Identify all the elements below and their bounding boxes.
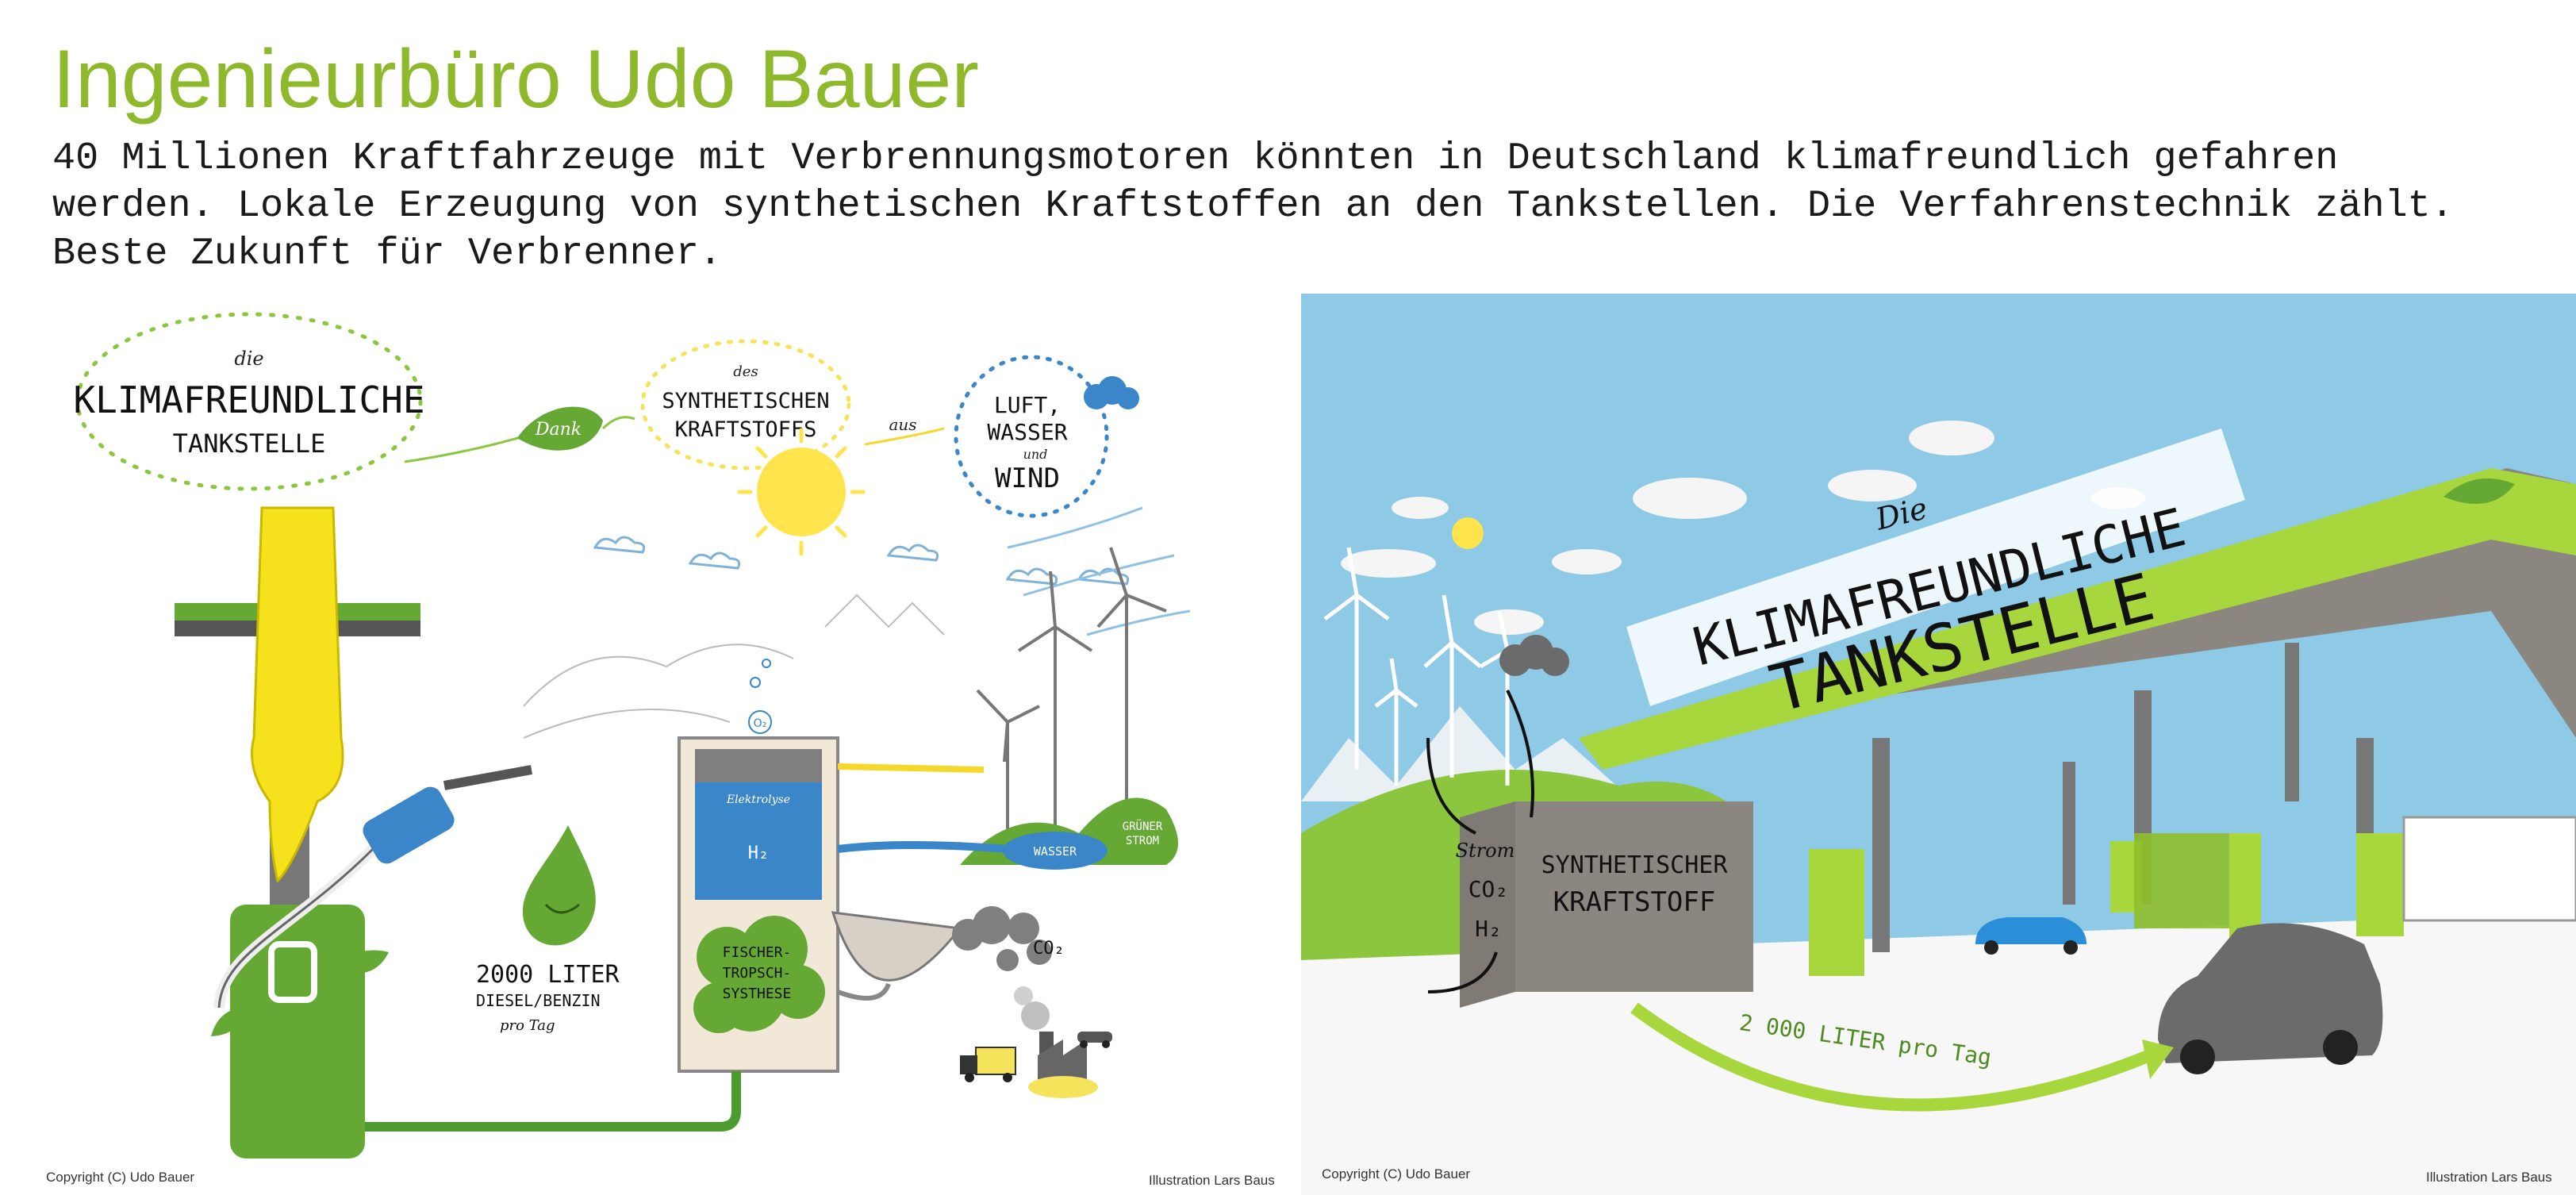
co2-bowl [831, 911, 962, 982]
connector-line [404, 435, 524, 463]
bubble-main-line1: KLIMAFREUNDLICHE [73, 378, 424, 421]
wind-turbines-right [1323, 547, 1536, 786]
water-label: WASSER [1034, 844, 1077, 859]
station-illustration: Die KLIMAFREUNDLICHE TANKSTELLE SYNTHETI… [1301, 294, 2576, 1195]
co2-label-left: CO₂ [1033, 939, 1065, 959]
pump-outlet [268, 941, 317, 1003]
electrolysis-label: Elektrolyse [726, 793, 790, 806]
title-bubble [75, 312, 423, 491]
car-icon-left [1077, 1032, 1112, 1048]
fuel-box-side [1460, 801, 1515, 1008]
amount-line2: DIESEL/BENZIN [476, 991, 601, 1010]
synthesis-line2: TROPSCH- [723, 965, 792, 982]
input-strom: Strom [1456, 840, 1515, 862]
input-co2: CO₂ [1468, 876, 1509, 902]
synthetic-bubble [640, 339, 851, 471]
nozzle-icon [363, 786, 455, 864]
truck-icon [960, 1047, 1016, 1082]
bubble-main-line2: TANKSTELLE [173, 428, 326, 459]
elements-bubble [954, 355, 1109, 518]
power-line [837, 763, 985, 773]
pump-hose-outline [217, 816, 429, 1009]
bubble-wind: WIND [995, 463, 1060, 494]
fuel-drop-icon [522, 825, 596, 946]
sky-clouds [1341, 421, 2145, 635]
bubble-des-text: des [733, 363, 758, 380]
sun-icon-right [1452, 517, 1484, 549]
canopy-leaf-icon [2444, 478, 2515, 504]
small-clouds [593, 536, 1130, 586]
fuel-box [1515, 801, 1753, 992]
page-title: Ingenieurbüro Udo Bauer [52, 33, 979, 125]
illustrator-right: Illustration Lars Baus [2426, 1170, 2552, 1185]
amount-line1: 2000 LITER [476, 961, 620, 989]
copyright-left: Copyright (C) Udo Bauer [46, 1170, 195, 1185]
drop-smile [544, 903, 580, 914]
sun-icon [737, 428, 866, 556]
smoke-cloud [952, 906, 1052, 971]
factory-icon [1014, 986, 1098, 1098]
green-power-line2: STROM [1126, 835, 1159, 847]
bubble-luft: LUFT, [994, 392, 1061, 418]
co2-pipe [836, 982, 891, 1001]
connector-line-2 [601, 416, 635, 430]
fuel-pumps [1809, 833, 2404, 976]
leaf-label: Dank [535, 420, 582, 440]
flow-arrowhead [2142, 1039, 2174, 1079]
landscape-outline [523, 594, 945, 739]
pointing-hand-icon [251, 506, 344, 883]
box-line1: SYNTHETISCHER [1541, 851, 1729, 879]
input-arrows [1426, 690, 1534, 993]
bubble-wasser: WASSER [987, 419, 1067, 445]
illustrator-left: Illustration Lars Baus [1149, 1173, 1275, 1188]
pump-leaf-2 [333, 950, 389, 974]
synthesis-line3: SYSTHESE [723, 986, 792, 1002]
wind-turbines [976, 547, 1167, 841]
h2-label: H₂ [748, 843, 770, 863]
green-power-line1: GRÜNER [1123, 819, 1163, 833]
bubble-die-text: die [234, 348, 263, 370]
connector-line-3 [864, 427, 945, 446]
canopy-roof [1579, 468, 2576, 770]
nozzle-spout [443, 765, 533, 790]
wind-lines [1007, 506, 1191, 636]
synthesis-line1: FISCHER- [723, 944, 792, 961]
fuel-pipe [230, 1071, 741, 1132]
synthesis-cloud [693, 916, 825, 1033]
grey-car-icon [2158, 923, 2383, 1074]
process-illustration-drawing: die KLIMAFREUNDLICHE TANKSTELLE Dank des… [73, 312, 1191, 1158]
station-illustration-drawing: Die KLIMAFREUNDLICHE TANKSTELLE SYNTHETI… [1301, 421, 2576, 1195]
fuel-flow-arrow [1630, 1002, 2153, 1112]
input-h2: H₂ [1475, 916, 1502, 942]
bubble-und: und [1023, 447, 1048, 462]
co2-cloud [1499, 635, 1569, 676]
fuel-pump [230, 905, 365, 1158]
copyright-right: Copyright (C) Udo Bauer [1322, 1166, 1471, 1182]
oxygen-label: O₂ [754, 717, 767, 730]
bubble-synth-line2: KRAFTSTOFFS [675, 417, 817, 442]
cloud-icon [1084, 376, 1139, 409]
water-source [1003, 832, 1108, 870]
process-illustration: die KLIMAFREUNDLICHE TANKSTELLE Dank des… [32, 294, 1301, 1195]
connector-aus-text: aus [889, 415, 916, 434]
water-pipe [837, 841, 1008, 853]
pump-leaf-1 [211, 1008, 246, 1036]
leaf-icon [517, 406, 603, 451]
bubble-synth-line1: SYNTHETISCHEN [662, 389, 829, 413]
amount-line3: pro Tag [500, 1017, 555, 1034]
electrolysis-water [695, 782, 822, 900]
intro-text: 40 Millionen Kraftfahrzeuge mit Verbrenn… [52, 136, 2454, 275]
blue-car-icon [1975, 917, 2087, 955]
station-shop [2402, 816, 2576, 922]
sign-board [1626, 428, 2245, 706]
box-line2: KRAFTSTOFF [1553, 886, 1716, 918]
